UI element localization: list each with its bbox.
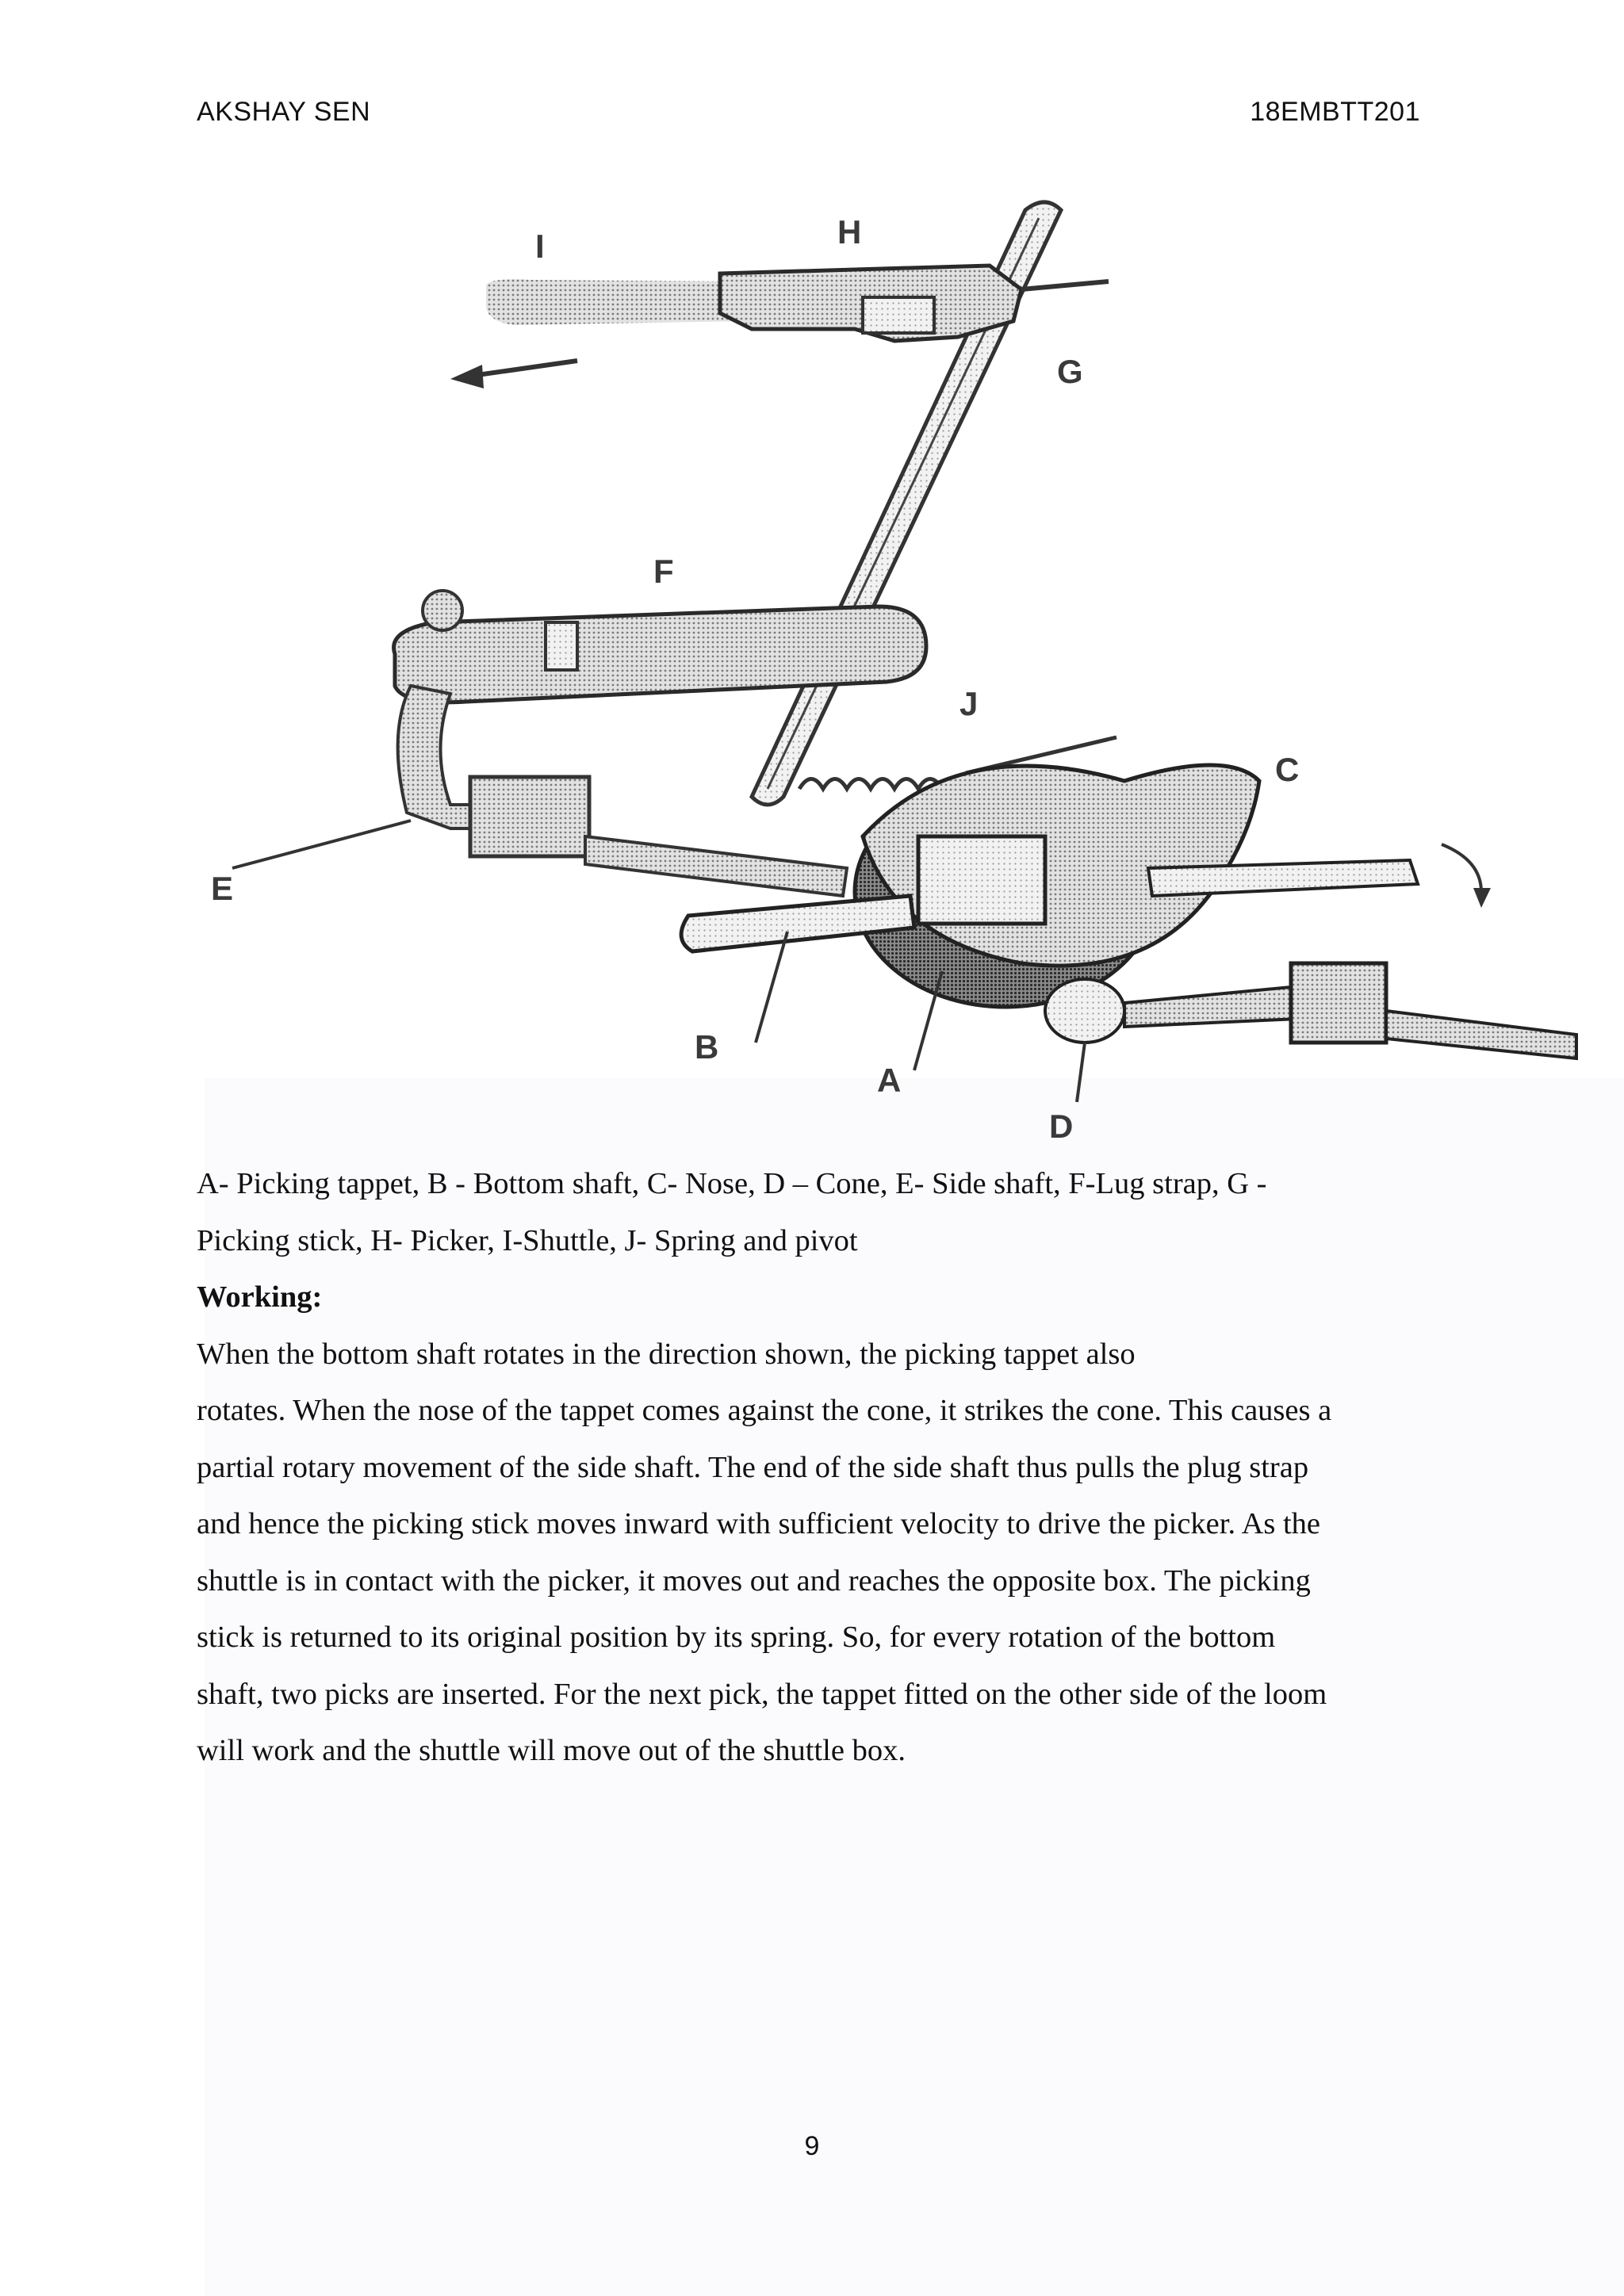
figure-label-i: I <box>535 228 545 265</box>
direction-arrow-left <box>450 361 577 388</box>
lug-strap <box>394 591 926 702</box>
paragraph-line: shuttle is in contact with the picker, i… <box>197 1553 1434 1610</box>
figure-label-d: D <box>1049 1108 1073 1145</box>
header-author: AKSHAY SEN <box>197 97 370 128</box>
header-reg-number: 18EMBTT201 <box>1250 97 1420 128</box>
picker <box>720 266 1109 341</box>
figure-label-a: A <box>877 1062 901 1099</box>
caption-line: Picking stick, H- Picker, I-Shuttle, J- … <box>197 1213 1434 1270</box>
figure-label-c: C <box>1275 751 1299 788</box>
figure-label-b: B <box>695 1028 718 1066</box>
figure-label-j: J <box>959 685 978 722</box>
figure-label-h: H <box>837 213 861 251</box>
figure-label-g: G <box>1057 353 1083 390</box>
shuttle <box>486 279 744 325</box>
picking-mechanism-drawing: I H G F J C E B A D <box>197 178 1592 1154</box>
cone <box>1045 963 1576 1058</box>
rotation-arrow <box>1442 844 1491 908</box>
figure-label-f: F <box>653 553 674 590</box>
paragraph-line: shaft, two picks are inserted. For the n… <box>197 1667 1434 1724</box>
section-heading: Working: <box>197 1269 1434 1326</box>
page-number: 9 <box>0 2131 1624 2162</box>
figure-label-e: E <box>211 870 233 907</box>
paragraph-line: stick is returned to its original positi… <box>197 1609 1434 1667</box>
paragraph-line: partial rotary movement of the side shaf… <box>197 1440 1434 1497</box>
paragraph-line: rotates. When the nose of the tappet com… <box>197 1383 1434 1440</box>
paragraph-line: will work and the shuttle will move out … <box>197 1723 1434 1780</box>
picking-mechanism-figure: I H G F J C E B A D <box>197 178 1592 1154</box>
caption-line: A- Picking tappet, B - Bottom shaft, C- … <box>197 1156 1434 1213</box>
paragraph-line: When the bottom shaft rotates in the dir… <box>197 1326 1434 1383</box>
paragraph-line: and hence the picking stick moves inward… <box>197 1496 1434 1553</box>
body-text: A- Picking tappet, B - Bottom shaft, C- … <box>197 1156 1434 1780</box>
